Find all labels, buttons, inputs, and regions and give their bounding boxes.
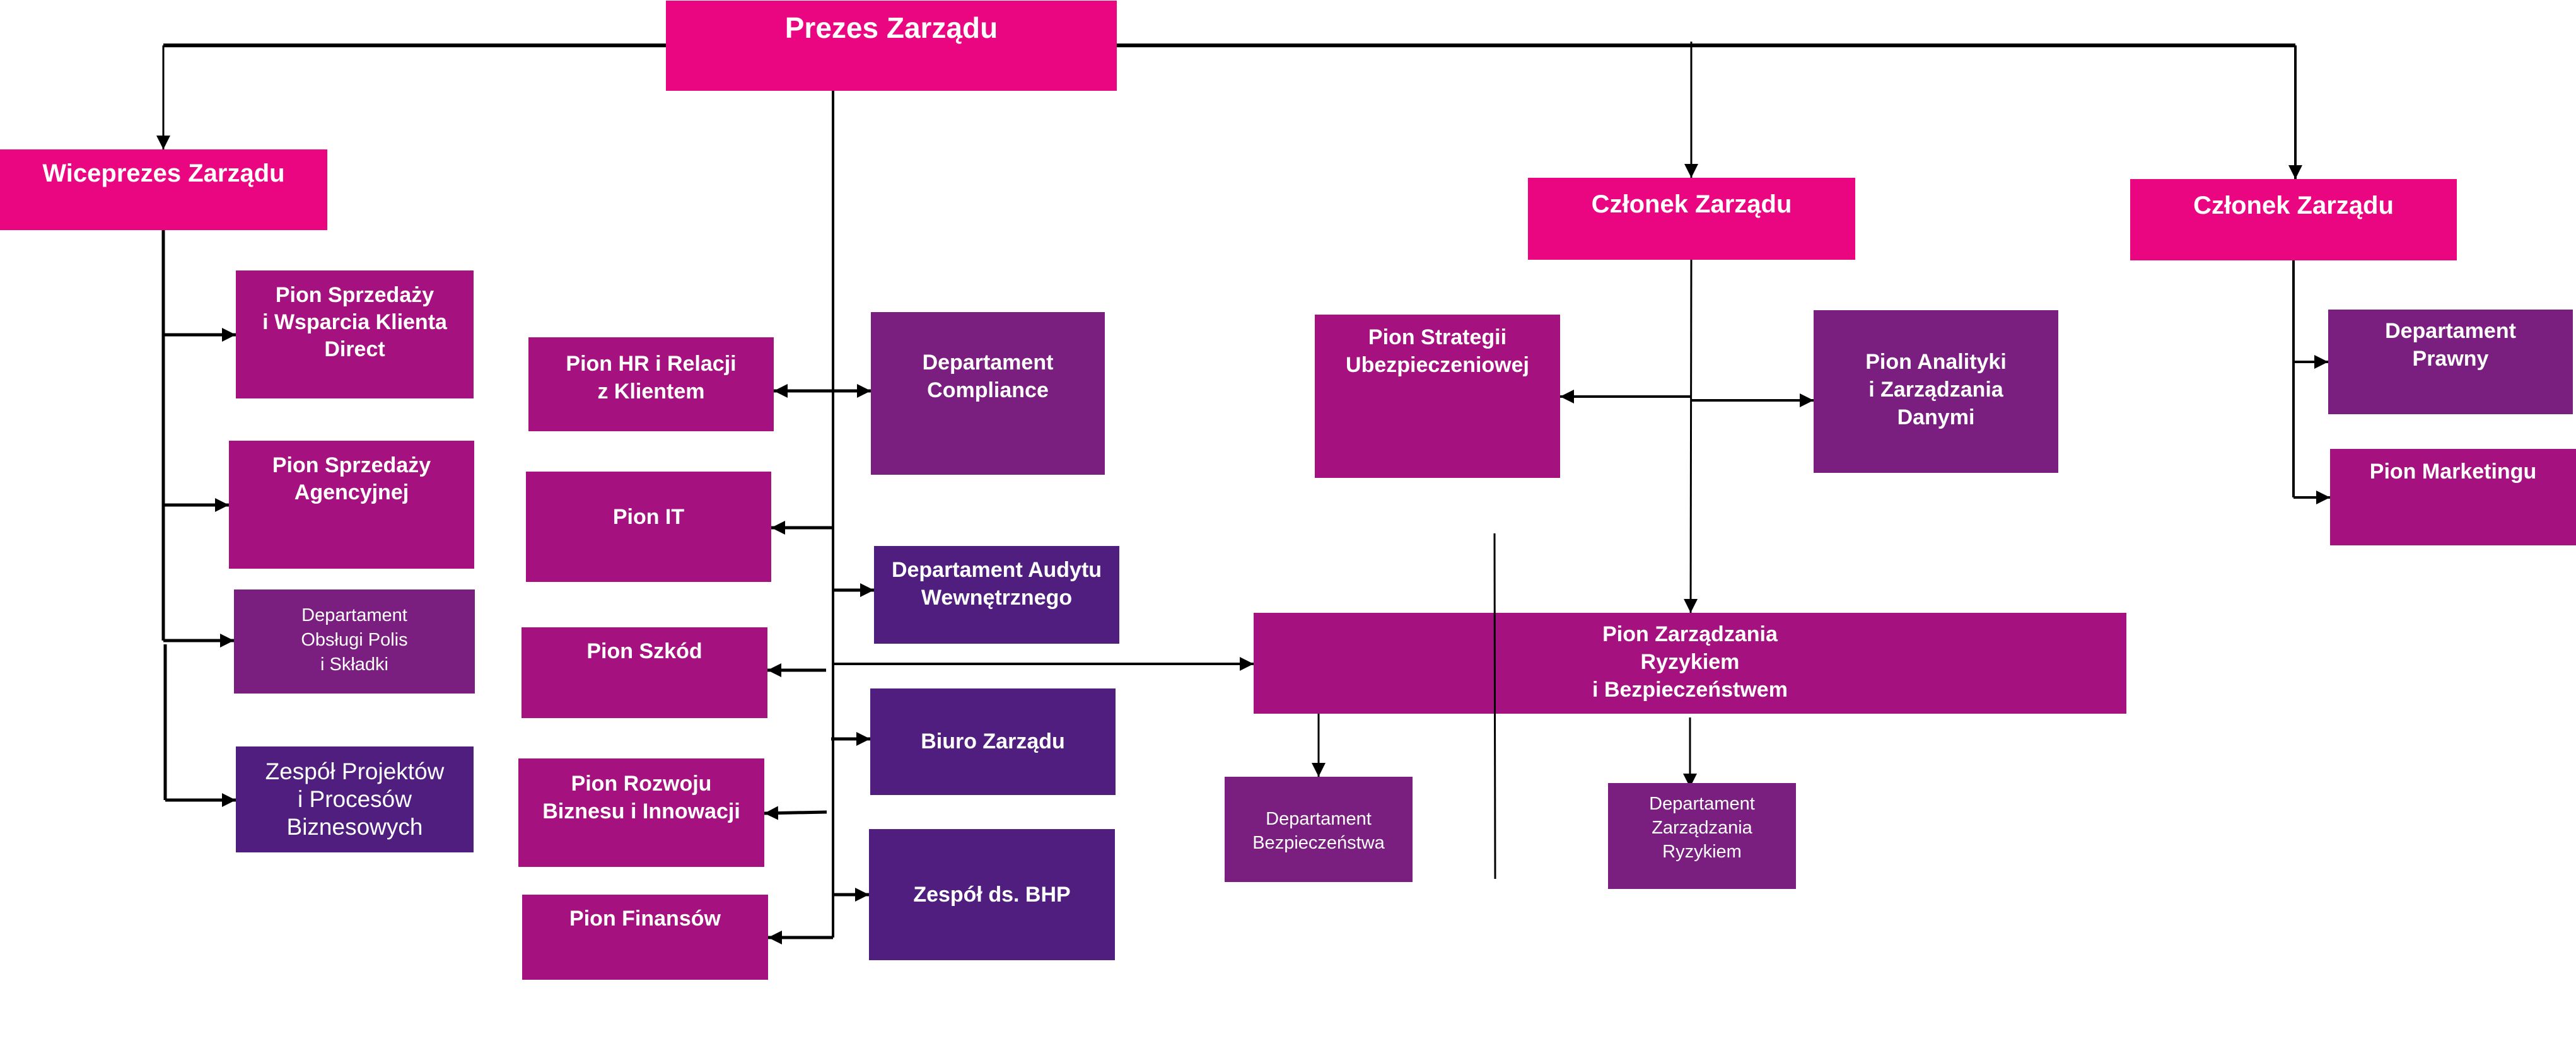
node-pion-szkod[interactable]: Pion Szkód <box>522 627 767 718</box>
node-czlonek-zarzadu-2[interactable]: Członek Zarządu <box>2130 179 2457 260</box>
node-label: Prezes Zarządu <box>784 11 998 44</box>
node-pion-hr[interactable]: Pion HR i Relacji z Klientem <box>528 337 774 431</box>
node-label: Pion Marketingu <box>2369 460 2537 484</box>
node-label: Biuro Zarządu <box>921 729 1065 753</box>
node-wiceprezes-zarzadu[interactable]: Wiceprezes Zarządu <box>0 149 327 230</box>
node-dept-bezpieczenstwa[interactable]: Departament Bezpieczeństwa <box>1225 777 1413 882</box>
node-label: Departament Zarządzania Ryzykiem <box>1649 794 1755 862</box>
node-pion-sprzedazy-direct[interactable]: Pion Sprzedaży i Wsparcia Klienta Direct <box>236 270 474 398</box>
connector-to-pion-rozwoju <box>764 806 827 820</box>
node-label: Departament Bezpieczeństwa <box>1252 809 1385 853</box>
node-biuro-zarzadu[interactable]: Biuro Zarządu <box>870 688 1116 795</box>
node-dept-compliance[interactable]: Departament Compliance <box>871 312 1105 475</box>
node-zespol-projektow[interactable]: Zespół Projektów i Procesów Biznesowych <box>236 746 474 852</box>
node-label: Pion Sprzedaży i Wsparcia Klienta Direct <box>262 283 447 361</box>
node-label: Pion Zarządzania Ryzykiem i Bezpieczeńst… <box>1592 622 1788 702</box>
node-label: Pion Strategii Ubezpieczeniowej <box>1346 325 1529 377</box>
node-pion-it[interactable]: Pion IT <box>526 472 771 582</box>
node-label: Pion IT <box>612 505 685 529</box>
node-pion-sprzedazy-agencyjnej[interactable]: Pion Sprzedaży Agencyjnej <box>229 441 474 569</box>
node-label: Zespół ds. BHP <box>913 883 1071 907</box>
node-label: Pion HR i Relacji z Klientem <box>566 352 737 404</box>
node-label: Departament Obsługi Polis i Składki <box>301 605 408 675</box>
node-label: Departament Compliance <box>922 351 1054 402</box>
node-label: Członek Zarządu <box>1591 190 1792 218</box>
node-pion-strategii[interactable]: Pion Strategii Ubezpieczeniowej <box>1315 315 1560 478</box>
node-prezes-zarzadu[interactable]: Prezes Zarządu <box>666 1 1117 91</box>
node-dept-prawny[interactable]: Departament Prawny <box>2328 310 2573 414</box>
node-pion-analityki[interactable]: Pion Analityki i Zarządzania Danymi <box>1814 310 2058 473</box>
node-pion-finansow[interactable]: Pion Finansów <box>522 895 768 980</box>
node-zespol-bhp[interactable]: Zespół ds. BHP <box>869 829 1115 960</box>
node-label: Departament Prawny <box>2385 319 2516 371</box>
node-label: Wiceprezes Zarządu <box>42 160 285 187</box>
node-label: Pion Rozwoju Biznesu i Innowacji <box>542 772 740 823</box>
node-dept-zarzadzania-ryzykiem[interactable]: Departament Zarządzania Ryzykiem <box>1608 783 1796 889</box>
node-label: Pion Sprzedaży Agencyjnej <box>272 453 431 504</box>
node-label: Pion Szkód <box>586 639 702 663</box>
node-label: Pion Finansów <box>569 907 721 931</box>
node-pion-marketingu[interactable]: Pion Marketingu <box>2330 449 2576 545</box>
node-label: Pion Analityki i Zarządzania Danymi <box>1865 350 2007 429</box>
node-pion-rozwoju[interactable]: Pion Rozwoju Biznesu i Innowacji <box>518 758 764 867</box>
node-czlonek-zarzadu-1[interactable]: Członek Zarządu <box>1528 178 1855 260</box>
node-pion-zarzadzania-ryzykiem[interactable]: Pion Zarządzania Ryzykiem i Bezpieczeńst… <box>1254 613 2126 714</box>
node-label: Departament Audytu Wewnętrznego <box>891 558 1102 610</box>
node-dept-audytu[interactable]: Departament Audytu Wewnętrznego <box>874 546 1119 644</box>
node-label: Członek Zarządu <box>2193 192 2394 219</box>
node-dept-obslugi-polis[interactable]: Departament Obsługi Polis i Składki <box>234 589 475 694</box>
node-label: Zespół Projektów i Procesów Biznesowych <box>265 758 445 840</box>
